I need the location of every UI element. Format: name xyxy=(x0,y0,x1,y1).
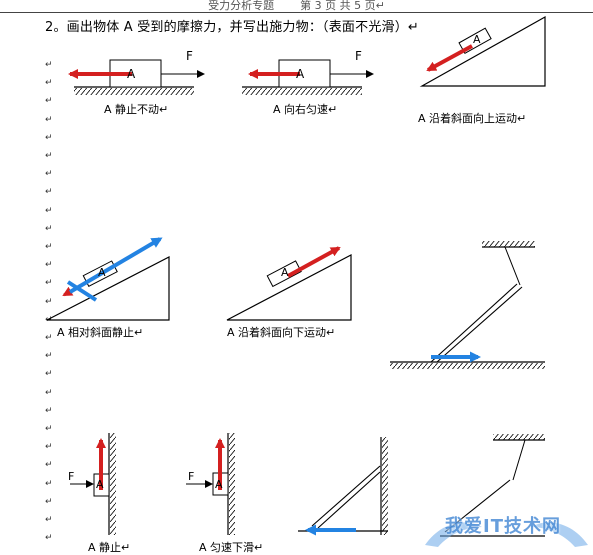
block-label-4: A xyxy=(98,266,106,279)
paragraph-mark: ↵ xyxy=(45,206,53,216)
paragraph-mark: ↵ xyxy=(45,333,53,343)
ceiling-hatch xyxy=(482,241,535,247)
block-a xyxy=(266,260,302,288)
wall-hatch xyxy=(229,433,235,535)
friction-arrow xyxy=(287,246,341,278)
ground-hatch xyxy=(74,88,194,95)
string xyxy=(504,246,521,286)
block-label-5: A xyxy=(281,266,289,279)
figure-7 xyxy=(70,433,116,535)
incline xyxy=(46,256,170,321)
figure-2 xyxy=(242,59,374,95)
ceiling-hatch xyxy=(493,434,545,440)
force-label-2: F xyxy=(355,49,362,63)
rod-edge-1 xyxy=(311,465,381,527)
paragraph-mark: ↵ xyxy=(45,151,53,161)
paragraph-mark: ↵ xyxy=(45,497,53,507)
paragraph-mark: ↵ xyxy=(45,369,53,379)
cross-mark xyxy=(66,280,98,302)
caption-figure-8: A 匀速下滑↵ xyxy=(199,541,264,554)
caption-figure-7: A 静止↵ xyxy=(88,541,131,554)
paragraph-mark: ↵ xyxy=(45,533,53,543)
paragraph-mark: ↵ xyxy=(45,115,53,125)
question-title: 2。画出物体 A 受到的摩擦力，并写出施力物：（表面不光滑）↵ xyxy=(45,20,420,35)
paragraph-mark: ↵ xyxy=(45,260,53,270)
friction-arrow-blue xyxy=(68,237,163,294)
paragraph-mark: ↵ xyxy=(45,351,53,361)
caption-figure-3: A 沿着斜面向上运动↵ xyxy=(418,112,527,125)
paragraph-mark: ↵ xyxy=(45,388,53,398)
figure-6 xyxy=(390,241,545,369)
paragraph-mark: ↵ xyxy=(45,515,53,525)
ground-hatch xyxy=(242,88,362,95)
force-label-7: F xyxy=(68,470,75,483)
rod-edge-2 xyxy=(436,286,523,363)
figure-3 xyxy=(419,15,546,87)
figure-9 xyxy=(298,437,388,536)
caption-figure-1: A 静止不动↵ xyxy=(104,103,169,116)
caption-figure-4: A 相对斜面静止↵ xyxy=(57,326,144,339)
paragraph-mark: ↵ xyxy=(45,242,53,252)
paragraph-mark: ↵ xyxy=(45,224,53,234)
figure-4 xyxy=(46,237,170,321)
paragraph-mark: ↵ xyxy=(45,96,53,106)
paragraph-mark: ↵ xyxy=(45,187,53,197)
paragraph-mark: ↵ xyxy=(45,406,53,416)
figure-1 xyxy=(68,59,205,95)
paragraph-mark: ↵ xyxy=(45,424,53,434)
watermark-text: 我爱IT技术网 xyxy=(445,516,561,537)
ground-hatch xyxy=(390,363,545,369)
block-label-3: A xyxy=(473,33,481,46)
block-label-7: A xyxy=(96,478,104,491)
paragraph-mark: ↵ xyxy=(45,278,53,288)
block-label-1: A xyxy=(127,67,136,81)
paragraph-mark: ↵ xyxy=(45,460,53,470)
figure-8 xyxy=(186,433,235,535)
paragraph-mark: ↵ xyxy=(45,442,53,452)
header-right: 第 3 页 共 5 页↵ xyxy=(300,0,385,12)
force-label-1: F xyxy=(186,49,193,63)
rod-edge-1 xyxy=(430,283,518,363)
incline xyxy=(419,15,546,87)
force-label-8: F xyxy=(188,470,195,483)
wall-hatch xyxy=(110,433,116,535)
watermark-wings-icon xyxy=(425,522,588,547)
caption-figure-2: A 向右匀速↵ xyxy=(273,103,338,116)
rod-edge-2 xyxy=(317,471,381,529)
paragraph-mark: ↵ xyxy=(45,133,53,143)
paragraph-mark: ↵ xyxy=(45,479,53,489)
block-label-2: A xyxy=(296,67,305,81)
page-header: 受力分析专题 第 3 页 共 5 页↵ xyxy=(0,0,593,13)
wall-hatch xyxy=(382,437,388,535)
incline xyxy=(226,254,352,321)
paragraph-mark: ↵ xyxy=(45,297,53,307)
header-left: 受力分析专题 xyxy=(208,0,275,12)
string xyxy=(512,439,526,481)
friction-arrow xyxy=(426,44,473,72)
figure-5 xyxy=(226,246,352,321)
caption-figure-5: A 沿着斜面向下运动↵ xyxy=(227,326,336,339)
paragraph-mark: ↵ xyxy=(45,78,53,88)
paragraph-mark: ↵ xyxy=(45,60,53,70)
paragraph-mark: ↵ xyxy=(45,169,53,179)
block-label-8: A xyxy=(215,478,223,491)
